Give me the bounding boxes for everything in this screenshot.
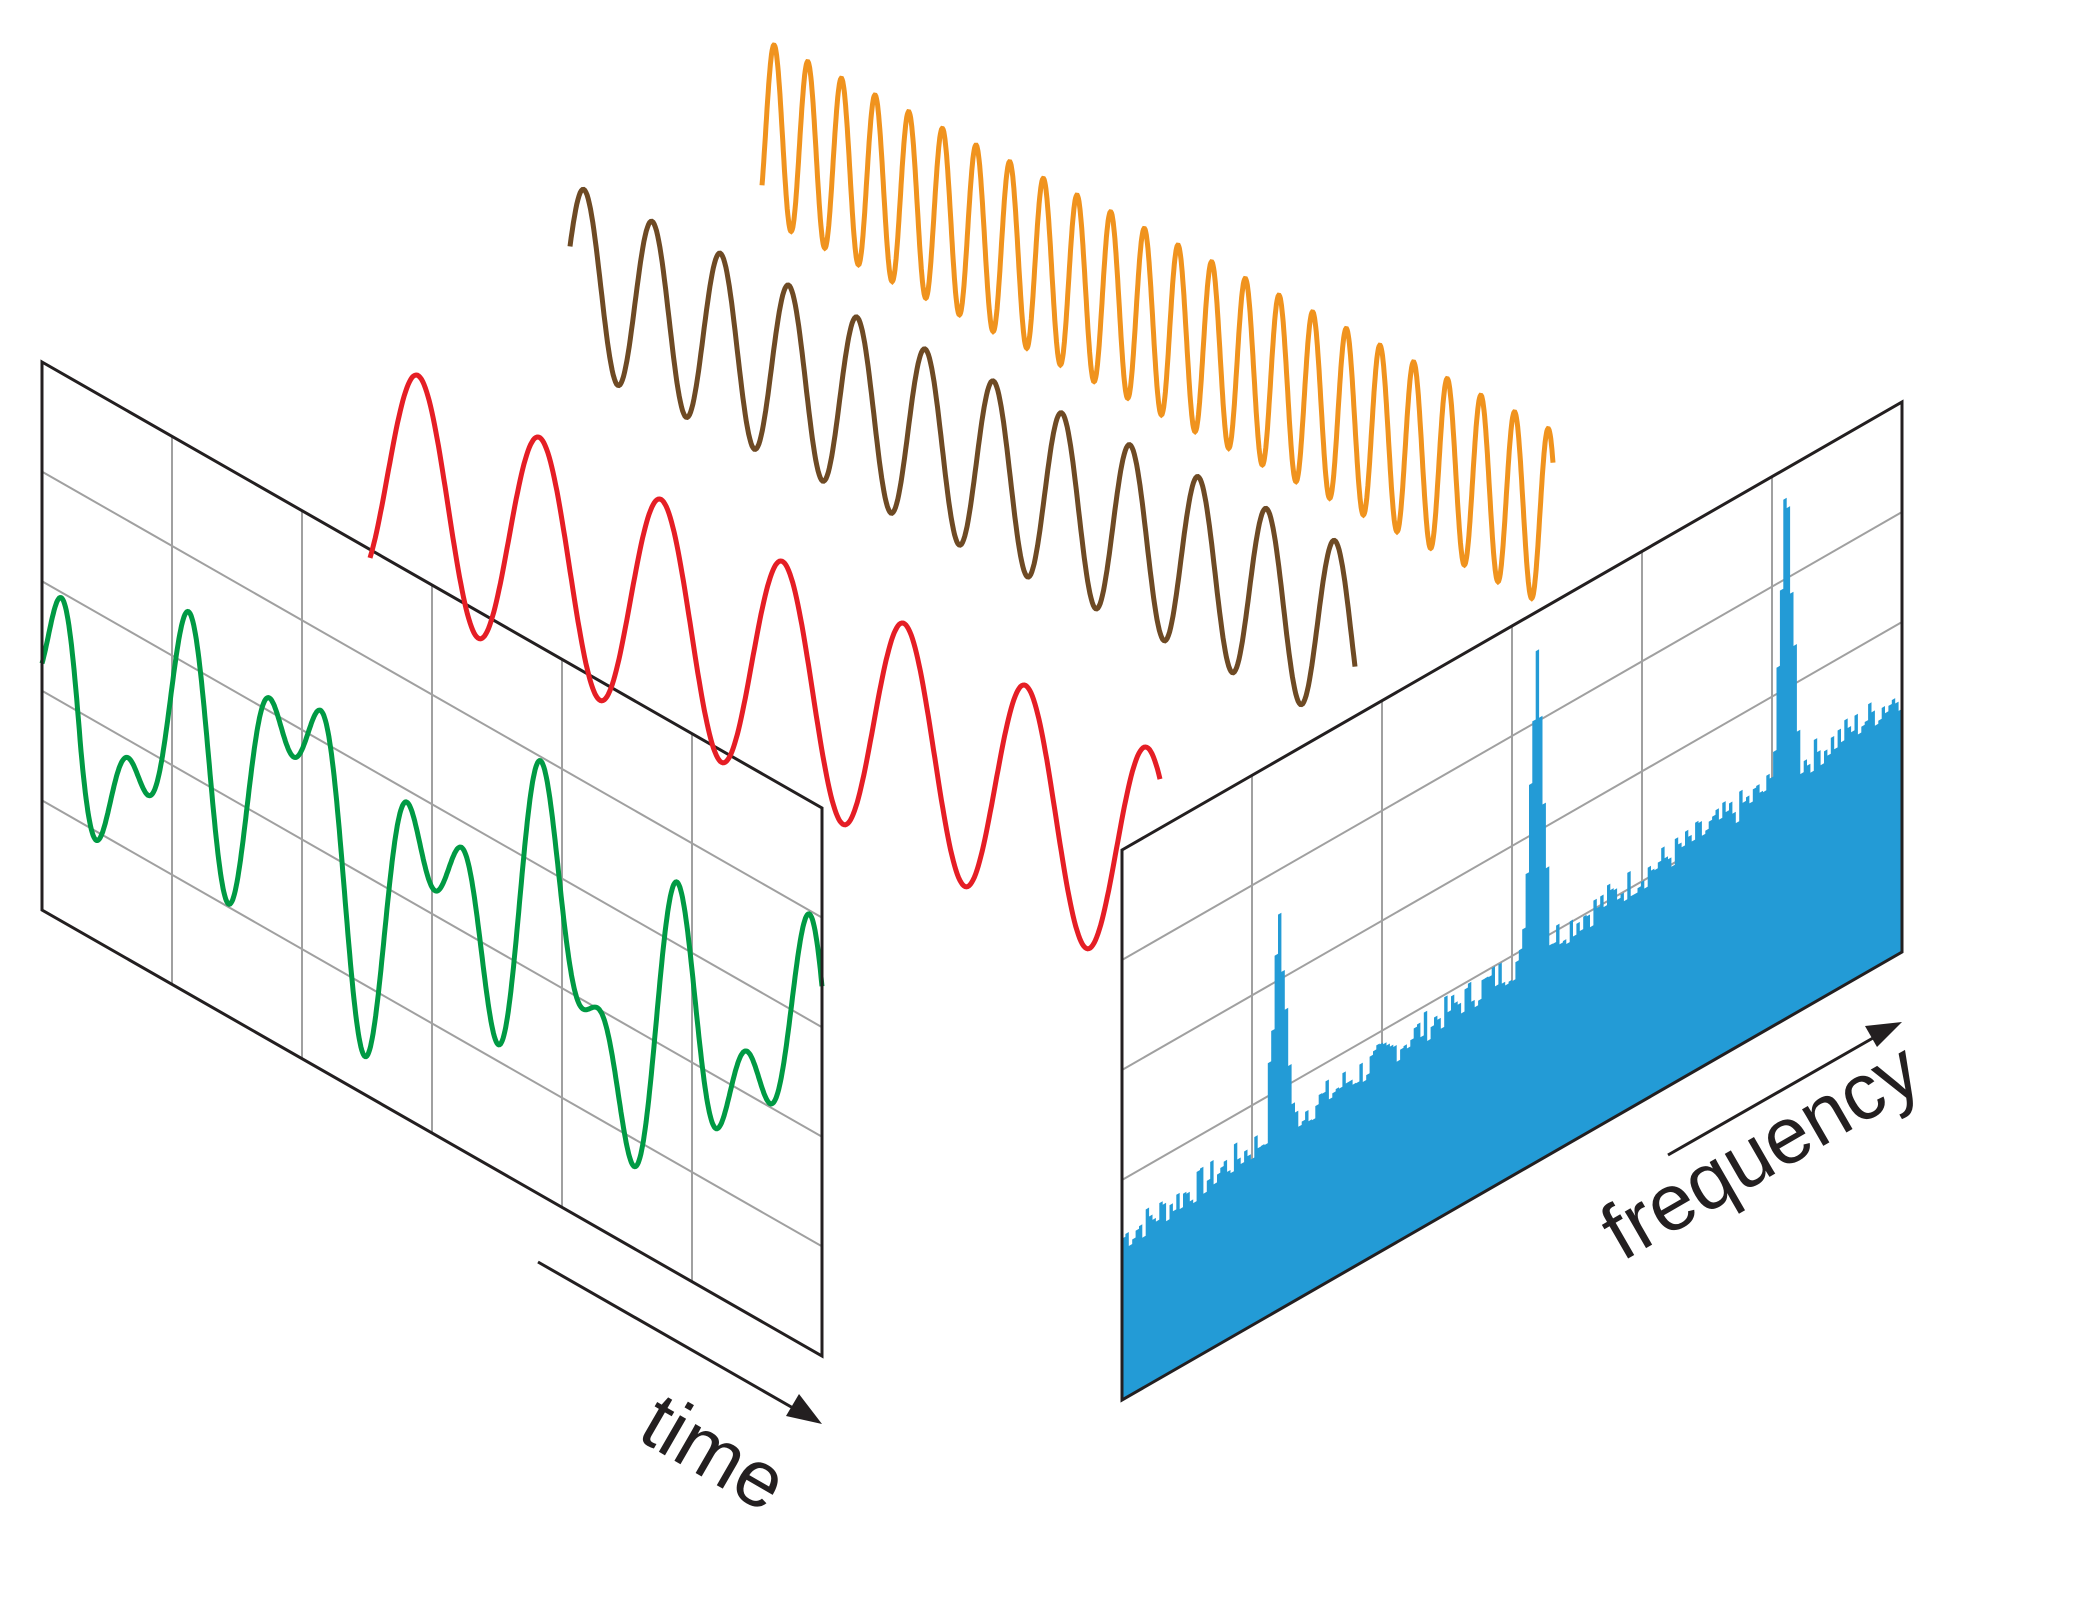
- time-panel-grid: [41, 436, 823, 1282]
- time-axis-arrow-line: [537, 1260, 801, 1414]
- time-signal-curve: [39, 594, 825, 1170]
- grid-line: [1121, 621, 1903, 1071]
- grid-line: [41, 470, 823, 919]
- wave-high-frequency: [759, 42, 1556, 602]
- grid-line: [1121, 511, 1903, 961]
- grid-line: [41, 799, 823, 1248]
- time-domain-panel: [39, 359, 825, 1359]
- grid-line: [41, 689, 823, 1138]
- frequency-panel-frame: [1120, 399, 1904, 1403]
- frequency-domain-panel: [1120, 399, 1904, 1403]
- frequency-axis-arrow-line: [1667, 1032, 1881, 1157]
- time-axis-arrowhead: [786, 1394, 822, 1424]
- frequency-spectrum: [1122, 497, 1902, 1400]
- time-panel-frame: [40, 359, 824, 1359]
- wave-low-frequency: [367, 372, 1163, 952]
- frequency-axis-arrowhead: [1865, 1022, 1902, 1047]
- wave-mid-frequency: [567, 186, 1358, 708]
